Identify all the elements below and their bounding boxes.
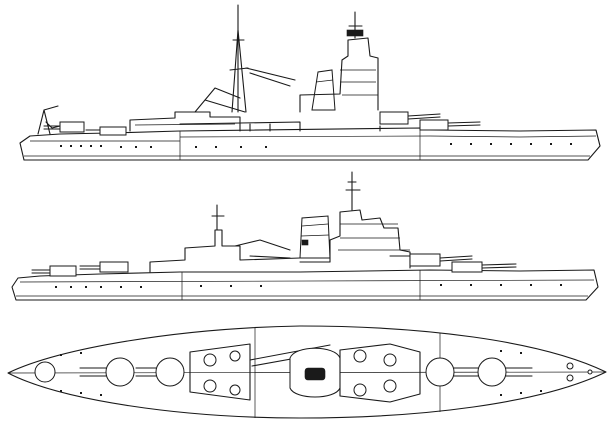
bow-stem [595,129,601,147]
main-gun-turret-icon [34,357,185,387]
main-gun-turret-icon [43,121,127,136]
deck-line [19,279,595,283]
bridge-tower [329,209,411,269]
mast-icon [211,204,225,231]
hull-break [179,128,421,160]
secondary-casemates [179,121,301,132]
bridge-plan [339,343,421,403]
main-gun-turret-icon [379,111,481,131]
deck-fittings [60,350,542,396]
anchor-icon [566,362,593,382]
mast-icon [229,4,296,113]
funnel-icon [299,215,331,259]
bridge-tower [299,37,379,113]
hull-outline [11,269,599,301]
deck-line [30,135,597,142]
funnel-icon [289,347,341,398]
portholes-middle [55,284,562,288]
deck-break [254,328,441,418]
deck-plan-view [7,325,607,419]
boat-crane [194,87,246,113]
profile-view-top [19,4,601,161]
main-gun-turret-icon [425,357,533,387]
funnel-icon [311,69,336,111]
crane-icon [234,239,291,259]
aft-superstructure [129,111,241,132]
portholes-top [60,143,572,148]
main-gun-turret-icon [31,261,129,277]
foremast [345,171,361,211]
boat-deck-item [203,353,217,367]
aft-superstructure-plan [189,343,251,401]
profile-view-middle [11,171,599,301]
crane-icon [37,105,61,135]
main-gun-turret-icon [409,253,517,273]
aft-superstructure [149,229,301,273]
